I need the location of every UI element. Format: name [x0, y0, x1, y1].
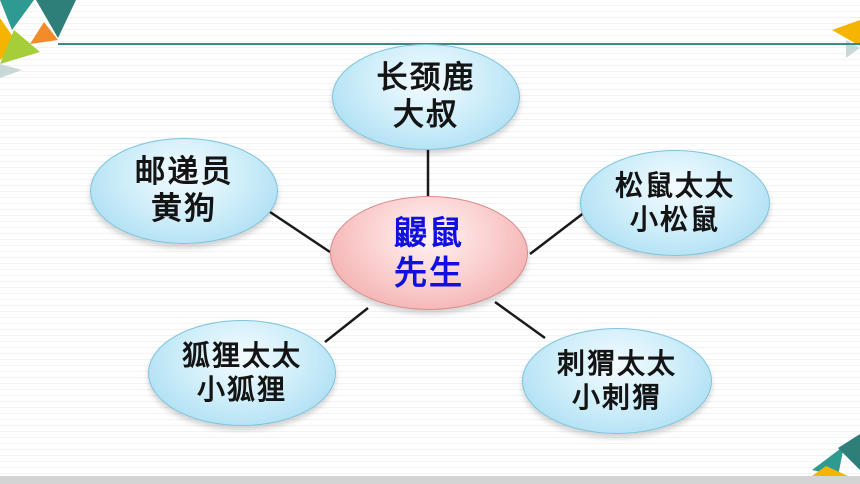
node-fox-line-2: 小狐狸: [196, 373, 287, 406]
edge-hedgehog: [494, 300, 546, 340]
edge-fox: [324, 307, 369, 343]
node-fox: 狐狸太太 小狐狸: [148, 320, 336, 426]
node-squirrel-line-1: 松鼠太太: [614, 169, 735, 203]
node-fox-line-1: 狐狸太太: [181, 339, 302, 373]
node-giraffe-line-1: 长颈鹿: [376, 59, 476, 96]
node-dog: 邮递员 黄狗: [90, 138, 278, 244]
edge-squirrel: [529, 211, 586, 255]
node-squirrel-line-2: 小松鼠: [629, 203, 720, 236]
footer-bar: [0, 476, 860, 484]
node-center-mole: 鼹鼠 先生: [330, 196, 528, 310]
node-hedgehog-line-1: 刺猬太太: [556, 347, 677, 381]
node-giraffe-line-2: 大叔: [393, 97, 459, 133]
node-dog-line-1: 邮递员: [134, 153, 234, 190]
node-dog-line-2: 黄狗: [151, 191, 217, 227]
node-hedgehog: 刺猬太太 小刺猬: [522, 328, 712, 434]
edge-dog: [269, 210, 331, 254]
node-squirrel: 松鼠太太 小松鼠: [580, 150, 770, 256]
node-giraffe: 长颈鹿 大叔: [332, 44, 520, 150]
node-center-line-1: 鼹鼠: [394, 213, 464, 253]
node-center-line-2: 先生: [394, 253, 464, 292]
header-rule: [58, 43, 860, 45]
node-hedgehog-line-2: 小刺猬: [571, 381, 662, 414]
